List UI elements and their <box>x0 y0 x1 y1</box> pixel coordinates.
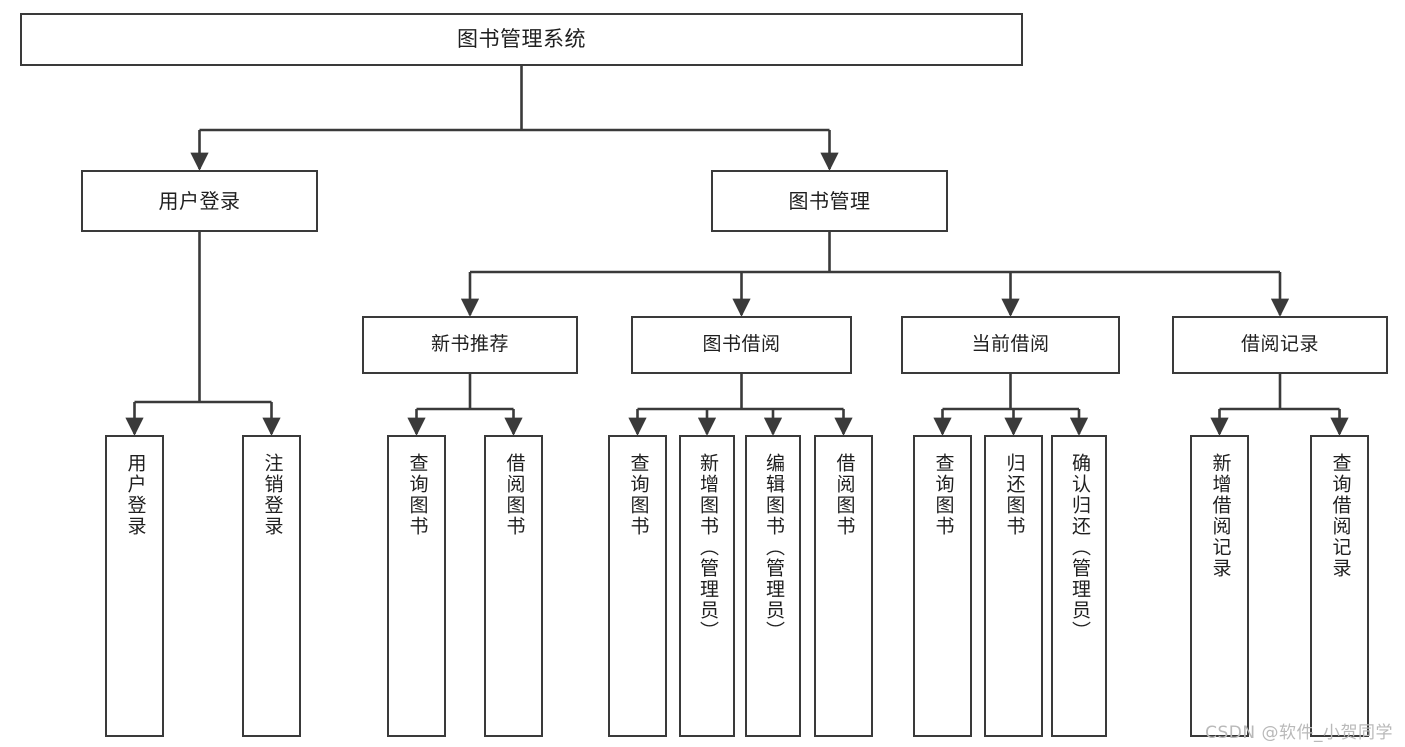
node-book-manage[interactable]: 图书管理 <box>711 170 948 232</box>
node-user-login[interactable]: 用户登录 <box>81 170 318 232</box>
node-leaf-query-record[interactable]: 查询借阅记录 <box>1310 435 1369 737</box>
node-label: 用户登录 <box>158 188 241 213</box>
node-root-root[interactable]: 图书管理系统 <box>20 13 1023 66</box>
node-label: 查询图书 <box>932 453 955 537</box>
node-label: 查询图书 <box>627 453 650 537</box>
node-label: 查询借阅记录 <box>1329 453 1352 579</box>
node-label: 借阅图书 <box>833 453 856 537</box>
node-borrow-record[interactable]: 借阅记录 <box>1172 316 1388 374</box>
node-label: 编辑图书（管理员） <box>762 453 785 642</box>
node-label: 图书借阅 <box>702 333 781 356</box>
node-leaf-user-login[interactable]: 用户登录 <box>105 435 164 737</box>
node-leaf-user-logout[interactable]: 注销登录 <box>242 435 301 737</box>
node-label: 归还图书 <box>1003 453 1026 537</box>
node-leaf-add-record[interactable]: 新增借阅记录 <box>1190 435 1249 737</box>
node-leaf-edit-book[interactable]: 编辑图书（管理员） <box>745 435 801 737</box>
node-book-borrow[interactable]: 图书借阅 <box>631 316 852 374</box>
node-leaf-confirm-return[interactable]: 确认归还（管理员） <box>1051 435 1107 737</box>
node-label: 查询图书 <box>406 453 429 537</box>
node-leaf-return-book[interactable]: 归还图书 <box>984 435 1043 737</box>
node-leaf-borrow-book-2[interactable]: 借阅图书 <box>814 435 873 737</box>
node-label: 用户登录 <box>124 453 147 537</box>
node-leaf-query-book-1[interactable]: 查询图书 <box>387 435 446 737</box>
node-leaf-add-book[interactable]: 新增图书（管理员） <box>679 435 735 737</box>
node-label: 确认归还（管理员） <box>1068 453 1091 642</box>
node-new-book-rec[interactable]: 新书推荐 <box>362 316 578 374</box>
csdn-watermark: CSDN @软件_小贺同学 <box>1205 723 1393 743</box>
node-current-borrow[interactable]: 当前借阅 <box>901 316 1120 374</box>
node-label: 图书管理 <box>788 188 871 213</box>
node-label: 借阅图书 <box>503 453 526 537</box>
node-label: 当前借阅 <box>971 333 1050 356</box>
node-leaf-query-book-2[interactable]: 查询图书 <box>608 435 667 737</box>
node-leaf-query-book-3[interactable]: 查询图书 <box>913 435 972 737</box>
node-label: 新增借阅记录 <box>1209 453 1232 579</box>
node-label: 新书推荐 <box>430 333 509 356</box>
node-label: 图书管理系统 <box>457 27 586 52</box>
node-leaf-borrow-book-1[interactable]: 借阅图书 <box>484 435 543 737</box>
node-label: 注销登录 <box>261 453 284 537</box>
node-label: 借阅记录 <box>1240 333 1319 356</box>
node-label: 新增图书（管理员） <box>696 453 719 642</box>
